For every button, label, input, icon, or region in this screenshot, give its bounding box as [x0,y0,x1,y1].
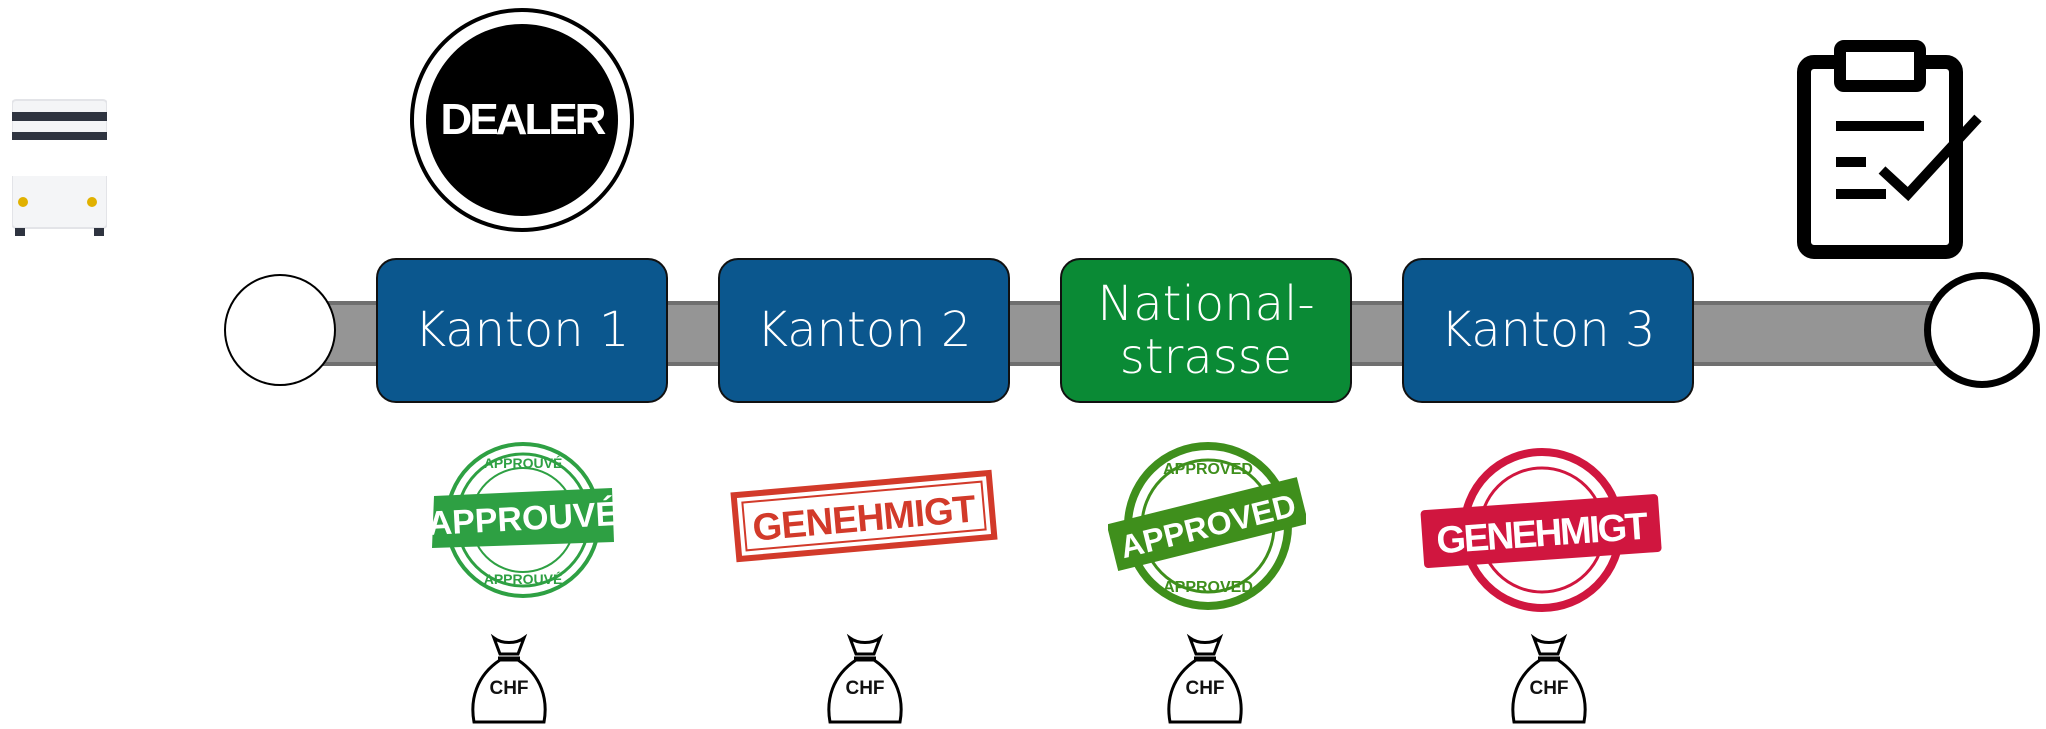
stamp-ring-top: APPROVED [1163,461,1253,478]
approved-stamp: APPROVED APPROVED APPROVED [1108,442,1306,610]
stamp-ring-bottom: APPROUVÉ [484,571,563,587]
bus-icon [12,99,107,236]
step-kanton-2: Kanton 2 [718,258,1010,403]
step-kanton-1: Kanton 1 [376,258,668,403]
bag-label: CHF [489,678,529,699]
clipboard-check-icon [1797,40,1982,259]
money-bag-icon: CHF [1504,630,1594,725]
genehmigt-round-stamp: GENEHMIGT [1420,448,1662,612]
approuve-stamp: APPROUVÉ APPROUVÉ APPROUVÉ [428,442,618,598]
dealer-badge: DEALER [410,8,634,232]
step-nationalstrasse: National- strasse [1060,258,1352,403]
end-node [1924,272,2040,388]
stamp-ring-bottom: APPROVED [1163,579,1253,596]
money-bag-icon: CHF [464,630,554,725]
bag-label: CHF [1529,678,1569,699]
bag-label: CHF [845,678,885,699]
money-bag-icon: CHF [1160,630,1250,725]
step-kanton-3: Kanton 3 [1402,258,1694,403]
start-node [224,274,336,386]
money-bag-icon: CHF [820,630,910,725]
genehmigt-stamp: GENEHMIGT [730,469,998,563]
dealer-label: DEALER [426,24,618,216]
bag-label: CHF [1185,678,1225,699]
stamp-ring-top: APPROUVÉ [484,455,563,471]
